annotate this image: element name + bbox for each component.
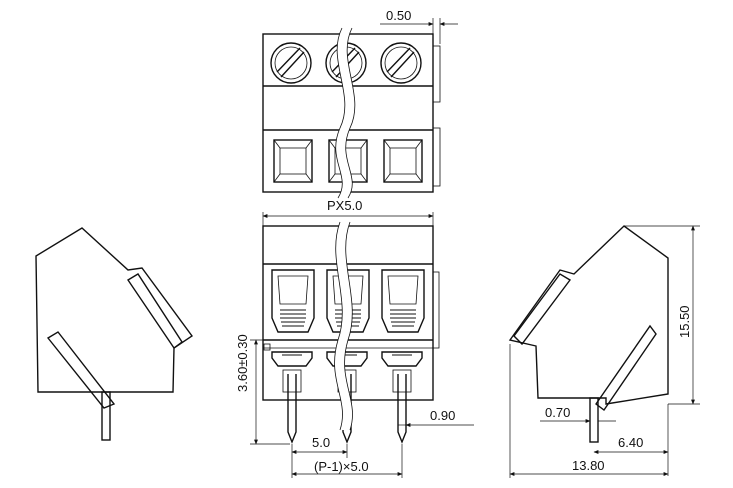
- pin-housings: [263, 343, 423, 367]
- dim-height: 15.50: [677, 305, 692, 338]
- dim-pin-offset: 0.70: [545, 405, 570, 420]
- dim-depth: 13.80: [572, 458, 605, 473]
- front-view: PX5.0: [235, 198, 474, 478]
- dim-pin-position: 6.40: [618, 435, 643, 450]
- dim-pitch: 5.0: [312, 435, 330, 450]
- top-view: 0.50: [262, 8, 458, 199]
- dim-span: (P-1)×5.0: [314, 459, 369, 474]
- right-side-view: 15.50 0.70 6.40 13.80: [508, 225, 700, 478]
- dim-pitch-label: PX5.0: [327, 198, 362, 213]
- left-side-view: [35, 227, 193, 441]
- dim-pin-thickness: 0.50: [386, 8, 411, 23]
- dim-pin-width: 0.90: [430, 408, 455, 423]
- dim-pin-height: 3.60±0.30: [235, 334, 250, 392]
- wire-entries: [273, 139, 423, 183]
